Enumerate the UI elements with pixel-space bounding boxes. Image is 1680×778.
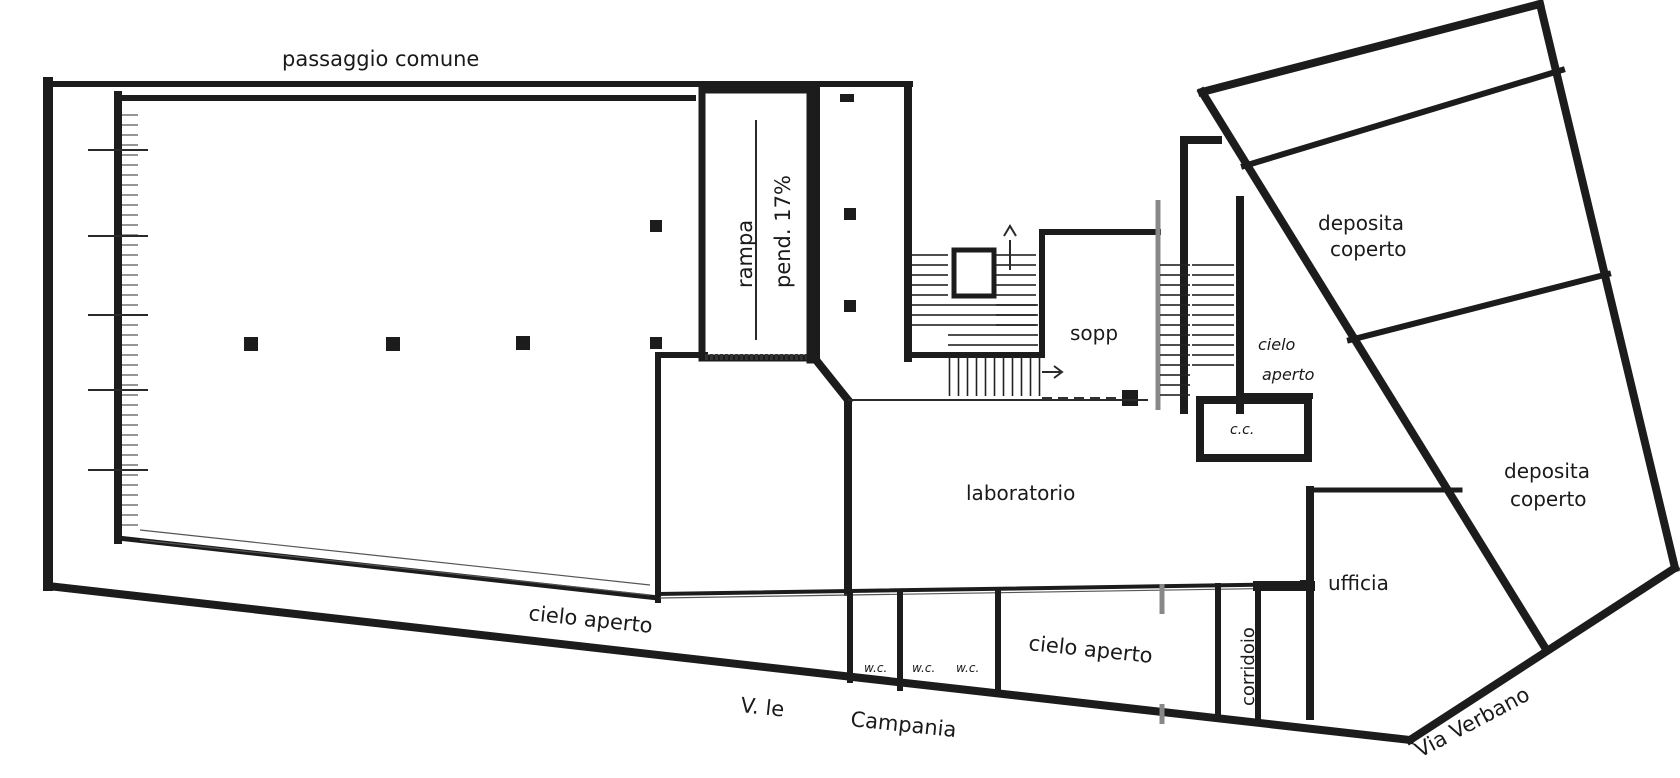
label-ufficio: ufficia <box>1328 571 1389 595</box>
column-marker <box>386 337 400 351</box>
staircase-block <box>905 224 1161 396</box>
toilet-box <box>1196 393 1313 462</box>
outer-walls <box>43 0 1680 746</box>
label-vle: V. le <box>739 693 785 721</box>
label-wc-3: w.c. <box>956 661 979 675</box>
column-marker <box>650 220 662 232</box>
label-passaggio-comune: passaggio comune <box>282 47 479 71</box>
column-marker <box>650 337 662 349</box>
label-deposito-1b: coperto <box>1330 237 1407 261</box>
column-marker <box>244 337 258 351</box>
label-via-verbano: Via Verbano <box>1411 682 1533 762</box>
label-corridoio: corridoio <box>1238 627 1259 706</box>
service-rooms <box>847 581 1315 724</box>
label-wc-1: w.c. <box>864 661 887 675</box>
label-campania: Campania <box>849 707 957 742</box>
laboratorio-room <box>655 398 1307 599</box>
label-cielo-aperto-small-2: aperto <box>1262 365 1315 384</box>
mezzanine <box>1042 136 1244 414</box>
label-sopp: sopp <box>1070 321 1118 345</box>
label-laboratorio: laboratorio <box>966 481 1075 505</box>
column-marker <box>516 336 530 350</box>
label-rampa: rampa <box>733 220 757 288</box>
label-wc-box: c.c. <box>1230 422 1254 438</box>
label-wc-2: w.c. <box>912 661 935 675</box>
label-cielo-aperto-1: cielo aperto <box>527 601 653 638</box>
label-pendenza: pend. 17% <box>771 175 795 288</box>
deposit-partitions <box>1240 66 1612 344</box>
ramp <box>698 84 814 364</box>
large-hall <box>88 91 708 603</box>
label-deposito-1a: deposita <box>1318 211 1404 235</box>
label-cielo-aperto-2: cielo aperto <box>1027 631 1153 668</box>
label-deposito-2a: deposita <box>1504 459 1590 483</box>
label-deposito-2b: coperto <box>1510 487 1587 511</box>
ufficio-room <box>1300 486 1463 720</box>
label-cielo-aperto-small-1: cielo <box>1258 335 1296 354</box>
corridor-strip <box>812 84 912 406</box>
